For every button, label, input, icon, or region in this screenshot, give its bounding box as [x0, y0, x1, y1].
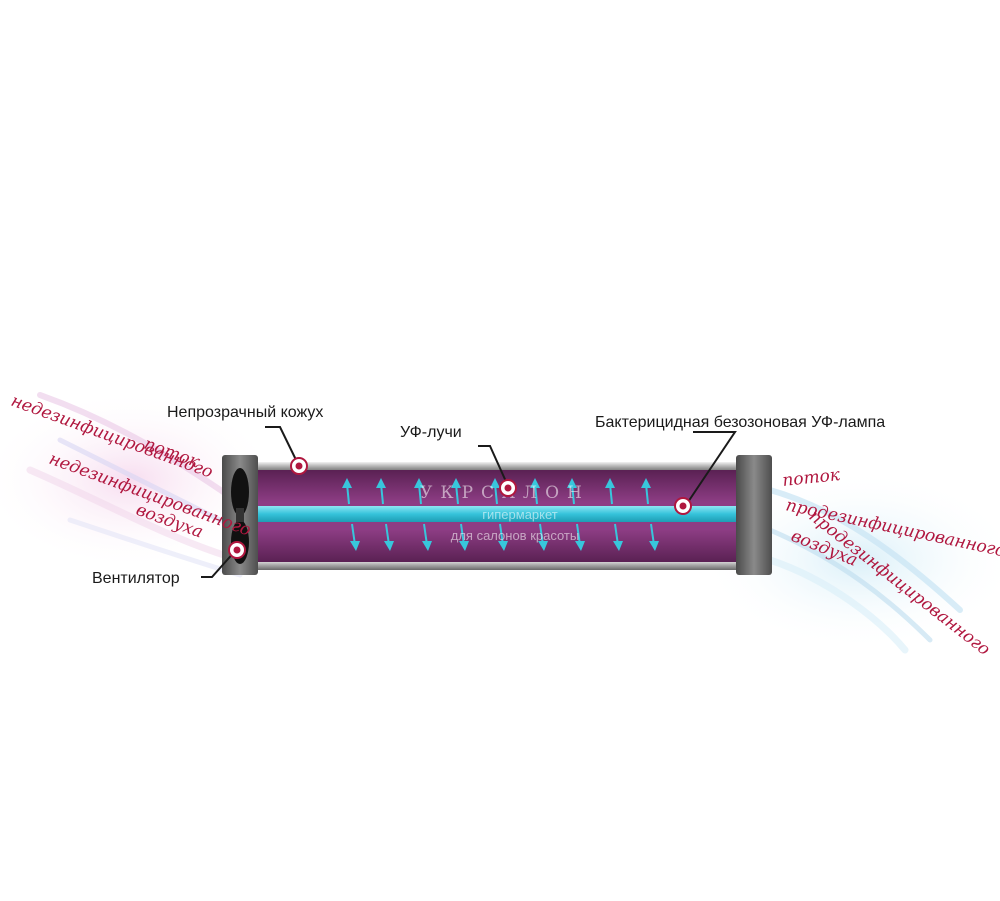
uv-ray-up-head-2: [376, 478, 386, 488]
uv-ray-up-head-3: [414, 478, 424, 488]
uv-ray-down-head-2: [384, 541, 394, 551]
uv-ray-down-head-1: [350, 541, 360, 551]
uv-rays-label: УФ-лучи: [400, 424, 462, 441]
uv-ray-down-head-9: [649, 541, 659, 551]
outflow-glow: [700, 470, 1000, 650]
uv-rays-leader: [478, 445, 509, 487]
uv-ray-up-head-4: [451, 478, 461, 488]
uv-ray-up-head-9: [641, 478, 651, 488]
uv-beam: [252, 506, 742, 522]
housing-bottom-rail: [250, 560, 745, 570]
uv-ray-up-head-6: [530, 478, 540, 488]
markers: [228, 457, 692, 559]
uv-ray-down-head-5: [498, 541, 508, 551]
housing-top-rail: [250, 462, 745, 472]
uv-ray-up-head-8: [605, 478, 615, 488]
fan-leader: [201, 549, 237, 578]
inflow-streaks: [26, 392, 244, 578]
uv-ray-up-head-7: [567, 478, 577, 488]
housing-leader: [265, 426, 300, 467]
watermark-line1: гипермаркет: [482, 507, 558, 522]
uv-ray-down-head-8: [613, 541, 623, 551]
uv-ray-down-head-4: [459, 541, 469, 551]
fan-label: Вентилятор: [92, 570, 180, 587]
lamp-leader: [685, 431, 737, 506]
uv-ray-arrows: [342, 478, 659, 551]
outflow-streaks: [766, 487, 963, 654]
uv-ray-down-head-6: [538, 541, 548, 551]
uv-ray-down-head-7: [575, 541, 585, 551]
uv-ray-up-head-5: [490, 478, 500, 488]
leader-lines: [201, 426, 737, 578]
right-end-cap: [736, 455, 772, 575]
uv-ray-down-head-3: [422, 541, 432, 551]
lamp-label: Бактерицидная безозоновая УФ-лампа: [595, 414, 885, 431]
watermark-line2: для салонов красоты: [451, 528, 579, 543]
uv-ray-up-head-1: [342, 478, 352, 488]
housing-label: Непрозрачный кожух: [167, 404, 323, 421]
